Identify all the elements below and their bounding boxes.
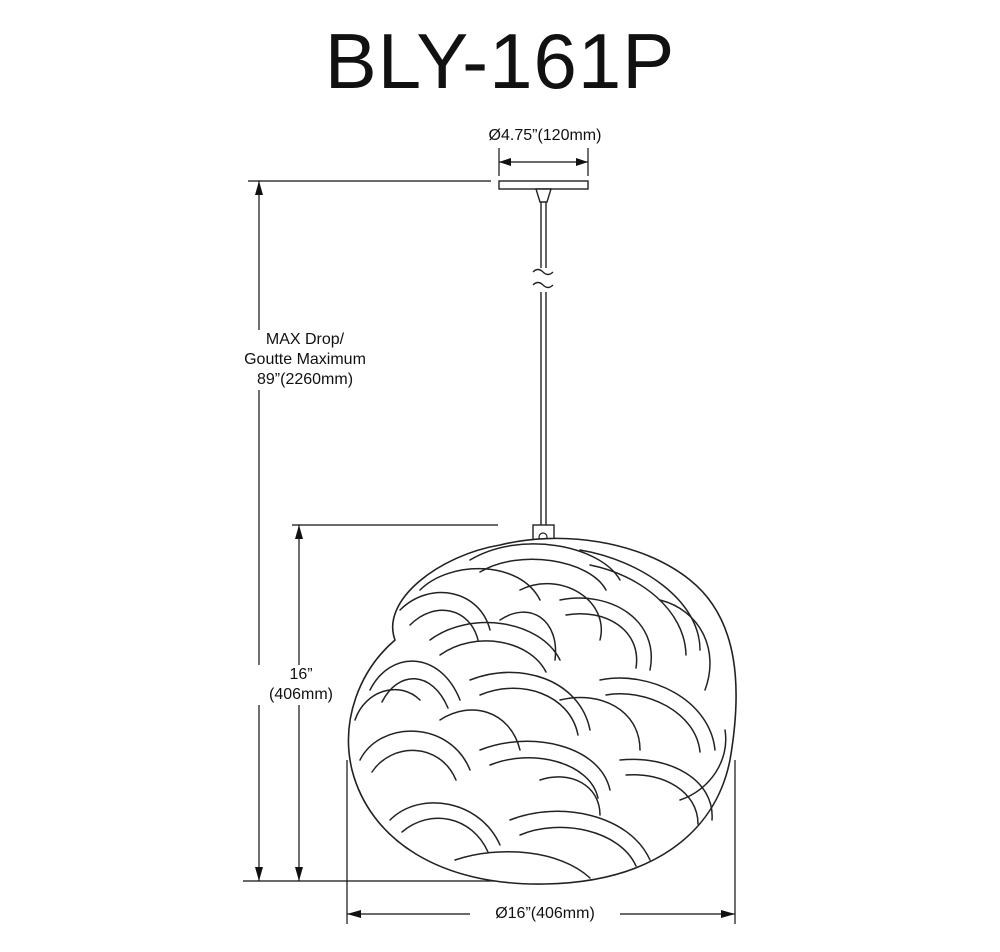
max-drop-label: MAX Drop/ Goutte Maximum 89”(2260mm) bbox=[205, 330, 405, 390]
max-drop-dimension bbox=[243, 180, 495, 882]
canopy-dimension bbox=[498, 148, 589, 176]
height-line2: (406mm) bbox=[268, 686, 333, 703]
pendant-canopy bbox=[498, 180, 589, 203]
woven-ribbon-shade bbox=[347, 537, 737, 885]
max-drop-line3: 89”(2260mm) bbox=[256, 371, 354, 388]
suspension-rod bbox=[532, 202, 555, 544]
height-label: 16” (406mm) bbox=[255, 665, 347, 705]
height-line1: 16” bbox=[289, 666, 313, 683]
max-drop-line2: Goutte Maximum bbox=[244, 351, 366, 368]
model-title: BLY-161P bbox=[324, 17, 676, 105]
canopy-diameter-label: Ø4.75”(120mm) bbox=[488, 127, 602, 144]
max-drop-line1: MAX Drop/ bbox=[265, 331, 345, 348]
width-diameter-label: Ø16”(406mm) bbox=[470, 904, 620, 924]
